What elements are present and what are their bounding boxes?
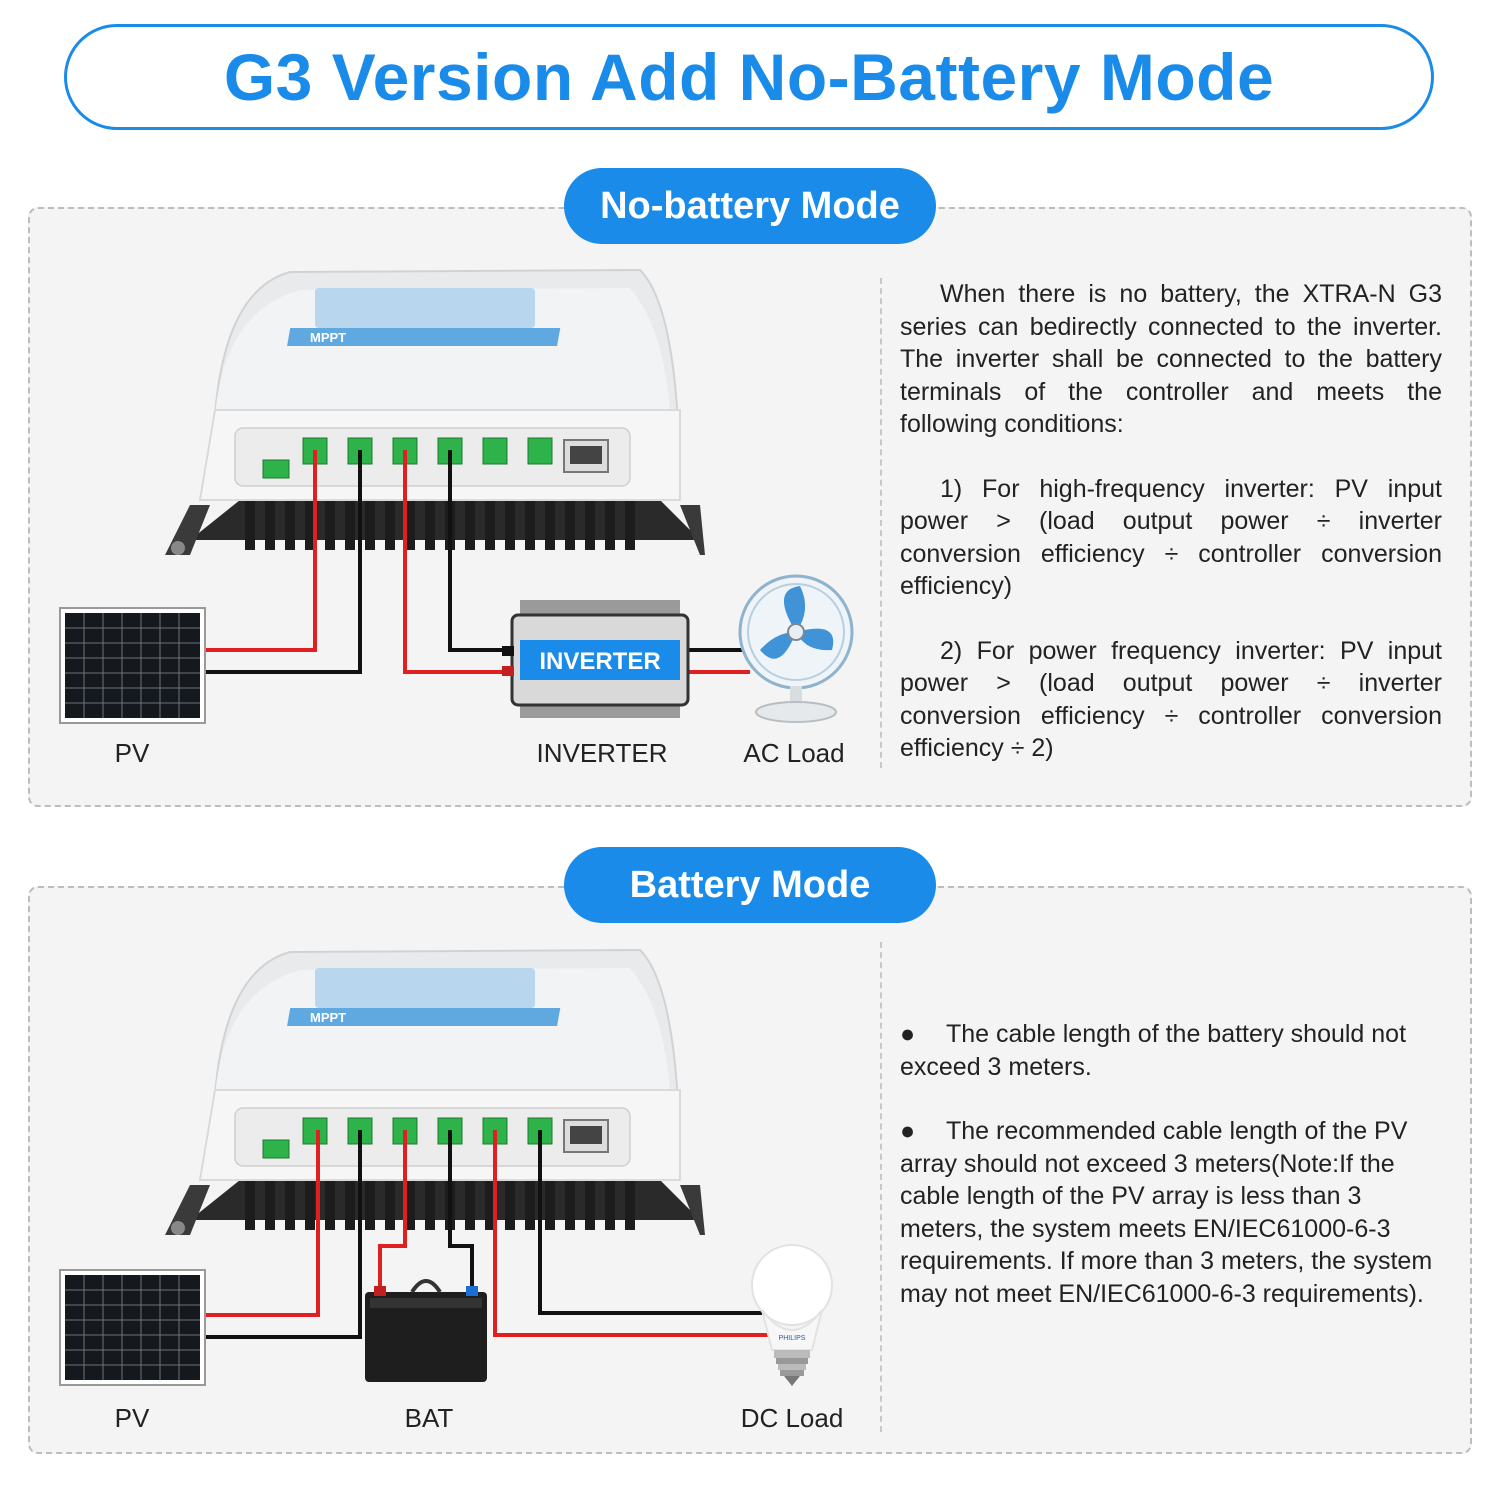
inverter-label: INVERTER — [537, 738, 668, 768]
title-banner: G3 Version Add No-Battery Mode — [64, 24, 1434, 130]
description-paragraph: When there is no battery, the XTRA-N G3 … — [900, 280, 1442, 438]
wires — [205, 1130, 770, 1339]
wires — [205, 450, 750, 674]
inverter-icon: INVERTER — [502, 600, 690, 718]
condition-high-frequency: 1) For high-frequency inverter: PV input… — [900, 474, 1442, 601]
battery-notes: ●The cable length of the battery should … — [900, 1018, 1442, 1310]
bullet-icon: ● — [900, 1117, 916, 1145]
bullet-item: ●The cable length of the battery should … — [900, 1020, 1407, 1081]
pv-label: PV — [115, 738, 150, 768]
bullet-item: ●The recommended cable length of the PV … — [900, 1117, 1433, 1308]
solar-panel-icon — [59, 1269, 206, 1386]
ac-load-label: AC Load — [743, 738, 844, 768]
battery-icon — [365, 1279, 487, 1382]
solar-panel-icon — [59, 607, 206, 724]
dc-load-label: DC Load — [741, 1403, 844, 1433]
inverter-box-label: INVERTER — [539, 648, 660, 675]
condition-power-frequency: 2) For power frequency inverter: PV inpu… — [900, 636, 1442, 763]
divider — [880, 278, 882, 768]
pv-label: PV — [115, 1403, 150, 1433]
no-battery-description: When there is no battery, the XTRA-N G3 … — [900, 278, 1442, 765]
bat-label: BAT — [405, 1403, 454, 1433]
bulb-brand: PHILIPS — [779, 1335, 806, 1342]
divider — [880, 942, 882, 1432]
page-title: G3 Version Add No-Battery Mode — [223, 40, 1275, 114]
battery-diagram: MPPT PV — [59, 948, 844, 1433]
controller-label: MPPT — [310, 1010, 346, 1025]
no-battery-diagram: MPPT PV — [59, 268, 854, 768]
controller-icon: MPPT — [165, 948, 705, 1235]
fan-icon — [738, 574, 854, 723]
bullet-icon: ● — [900, 1020, 916, 1048]
controller-icon: MPPT — [165, 268, 705, 555]
controller-label: MPPT — [310, 330, 346, 345]
no-battery-heading: No-battery Mode — [564, 168, 936, 244]
light-bulb-icon: PHILIPS — [751, 1244, 833, 1386]
battery-heading: Battery Mode — [564, 847, 936, 923]
